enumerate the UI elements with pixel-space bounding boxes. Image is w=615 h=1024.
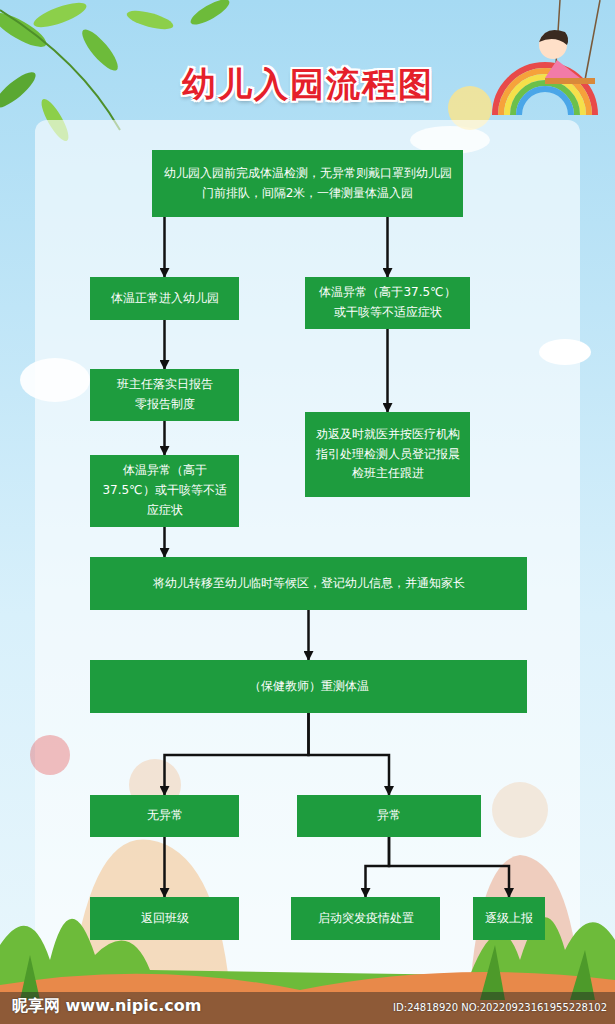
- flow-arrow: [163, 320, 166, 369]
- flow-arrow: [386, 329, 389, 412]
- process-box: 班主任落实日报告 零报告制度: [90, 369, 239, 421]
- box-text: 劝返及时就医并按医疗机构指引处理检测人员登记报晨检班主任跟进: [315, 425, 460, 484]
- box-text: 幼儿园入园前完成体温检测，无异常则戴口罩到幼儿园门前排队，间隔2米，一律测量体温…: [162, 164, 453, 204]
- process-box: 将幼儿转移至幼儿临时等候区，登记幼儿信息，并通知家长: [90, 557, 527, 610]
- flow-arrow: [386, 217, 389, 277]
- process-box: （保健教师）重测体温: [90, 660, 527, 713]
- flow-arrow: [163, 421, 166, 455]
- panel: [35, 120, 580, 975]
- box-text: 无异常: [147, 806, 183, 826]
- flow-arrow: [165, 713, 309, 795]
- process-box: 体温正常进入幼儿园: [90, 277, 239, 320]
- box-text: 异常: [377, 806, 401, 826]
- process-box: 体温异常（高于37.5℃）或干咳等不适应症状: [90, 455, 239, 527]
- watermark: 昵享网 www.nipic.com: [12, 996, 202, 1017]
- title: 幼儿入园流程图: [0, 62, 615, 108]
- box-text: 逐级上报: [485, 909, 533, 929]
- box-text: 将幼儿转移至幼儿临时等候区，登记幼儿信息，并通知家长: [153, 574, 465, 594]
- box-text: 体温异常（高于37.5℃）或干咳等不适应症状: [100, 461, 229, 520]
- flow-arrow: [366, 837, 390, 897]
- box-text: 班主任落实日报告 零报告制度: [100, 375, 229, 415]
- flow-arrow: [163, 217, 166, 277]
- process-box: 返回班级: [90, 897, 239, 940]
- flow-arrow: [163, 837, 166, 897]
- process-box: 启动突发疫情处置: [291, 897, 440, 940]
- box-text: 返回班级: [141, 909, 189, 929]
- process-box: 体温异常（高于37.5℃）或干咳等不适应症状: [305, 277, 470, 329]
- box-text: （保健教师）重测体温: [249, 677, 369, 697]
- process-box: 异常: [297, 795, 481, 837]
- flow-arrow: [389, 837, 509, 897]
- box-text: 体温正常进入幼儿园: [111, 289, 219, 309]
- process-box: 劝返及时就医并按医疗机构指引处理检测人员登记报晨检班主任跟进: [305, 412, 470, 497]
- flow-arrow: [307, 610, 310, 660]
- rainbow: [495, 65, 595, 115]
- watermark-strip: [0, 992, 615, 1024]
- process-box: 幼儿园入园前完成体温检测，无异常则戴口罩到幼儿园门前排队，间隔2米，一律测量体温…: [152, 150, 463, 217]
- box-text: 启动突发疫情处置: [318, 909, 414, 929]
- watermark: ID:24818920 NO:20220923161955228102: [393, 1002, 607, 1013]
- process-box: 逐级上报: [473, 897, 545, 940]
- flow-arrow: [309, 713, 390, 795]
- box-text: 体温异常（高于37.5℃）或干咳等不适应症状: [315, 283, 460, 323]
- process-box: 无异常: [90, 795, 239, 837]
- swing-girl: [539, 0, 600, 84]
- flow-arrow: [163, 527, 166, 557]
